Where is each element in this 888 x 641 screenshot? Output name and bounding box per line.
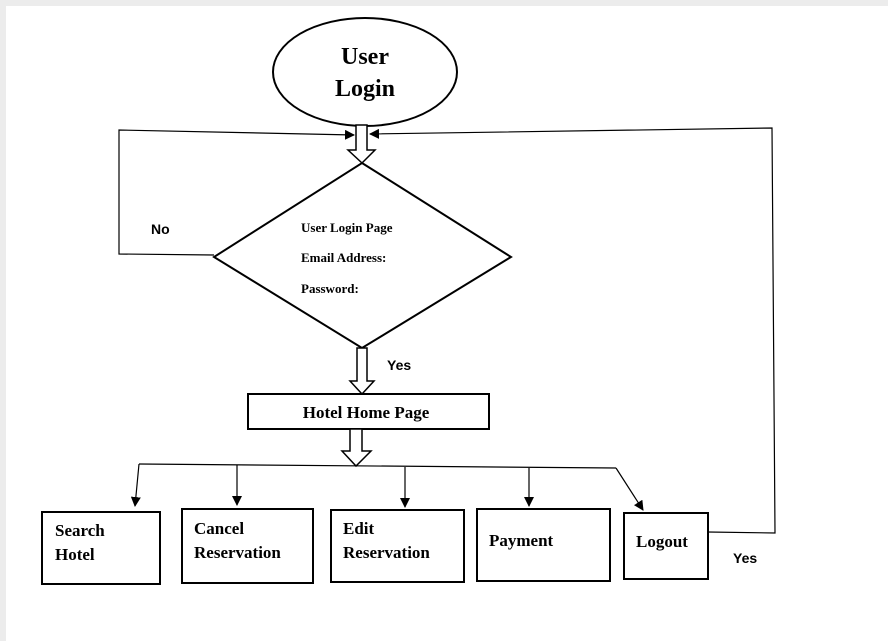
logout-label: Logout — [636, 532, 688, 551]
block-arrow-decision-to-home — [348, 347, 376, 396]
block-arrow-start-to-decision — [346, 124, 377, 165]
password-label: Password: — [301, 281, 359, 296]
logout-node: Logout — [623, 512, 709, 580]
decision-title: User Login Page — [301, 220, 393, 235]
edit-reservation-node: Edit Reservation — [330, 509, 465, 583]
logout-loop-connector: Yes — [369, 127, 776, 566]
block-arrow-home-to-actions — [340, 428, 373, 468]
no-loop-connector: No — [118, 129, 355, 256]
branch-connectors — [130, 463, 644, 511]
start-label-line2: Login — [335, 76, 395, 102]
email-label: Email Address: — [301, 250, 386, 265]
search-label-line2: Hotel — [55, 545, 95, 564]
home-label: Hotel Home Page — [303, 403, 430, 422]
yes-edge-label: Yes — [387, 357, 411, 373]
edit-label-line2: Reservation — [343, 543, 430, 562]
login-decision-node: User Login Page Email Address: Password: — [212, 161, 513, 350]
cancel-label-line2: Reservation — [194, 543, 281, 562]
user-login-start-node: User Login — [272, 17, 458, 127]
search-label-line1: Search — [55, 521, 105, 540]
payment-label: Payment — [489, 531, 554, 550]
no-edge-label: No — [151, 221, 170, 237]
edit-label-line1: Edit — [343, 519, 375, 538]
cancel-reservation-node: Cancel Reservation — [181, 508, 314, 584]
start-label-line1: User — [341, 44, 389, 70]
cancel-label-line1: Cancel — [194, 519, 244, 538]
logout-yes-label: Yes — [733, 550, 757, 566]
hotel-home-page-node: Hotel Home Page — [247, 393, 490, 430]
payment-node: Payment — [476, 508, 611, 582]
search-hotel-node: Search Hotel — [41, 511, 161, 585]
